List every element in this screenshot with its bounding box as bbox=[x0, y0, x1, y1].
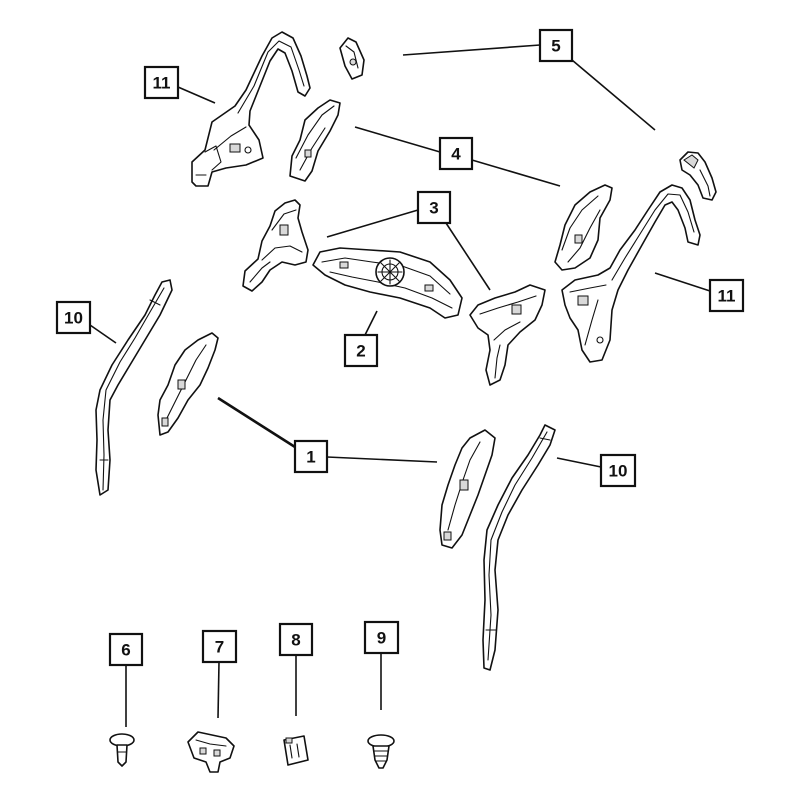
leader-line-5-left bbox=[402, 44, 541, 56]
callout-label: 11 bbox=[718, 287, 736, 306]
leader-line-11-right bbox=[654, 272, 711, 292]
callout-label: 5 bbox=[551, 37, 560, 56]
callout-10-right: 10 bbox=[599, 453, 637, 488]
part-7-clip bbox=[187, 731, 235, 773]
leader-line-3-right bbox=[445, 222, 491, 291]
part-4-right bbox=[554, 184, 613, 271]
part-9-rivet bbox=[367, 734, 395, 769]
callout-label: 2 bbox=[356, 342, 365, 361]
leader-line-10-right bbox=[556, 457, 602, 468]
part-1-left bbox=[157, 332, 219, 436]
leader-line-4-left bbox=[354, 126, 441, 153]
leader-line-10-left bbox=[89, 324, 117, 344]
part-1-right bbox=[439, 429, 496, 549]
callout-5: 5 bbox=[538, 28, 574, 63]
leader-line-1-right bbox=[326, 456, 438, 463]
part-3-left bbox=[242, 199, 309, 292]
callout-3: 3 bbox=[416, 190, 452, 225]
callout-8: 8 bbox=[278, 622, 314, 657]
callout-6: 6 bbox=[108, 632, 144, 667]
callout-1: 1 bbox=[293, 439, 329, 474]
leader-line-4-right bbox=[471, 159, 561, 187]
part-5-left bbox=[339, 37, 365, 80]
leader-line-3-left bbox=[326, 209, 419, 238]
part-6-push-pin bbox=[109, 733, 135, 767]
callout-10-left: 10 bbox=[55, 300, 92, 335]
part-11-left bbox=[191, 31, 311, 187]
part-8-clip bbox=[283, 735, 309, 766]
callout-label: 10 bbox=[609, 462, 628, 481]
part-11-right bbox=[561, 184, 701, 363]
callout-label: 4 bbox=[451, 145, 461, 164]
leader-line-5-right bbox=[571, 59, 656, 131]
callout-label: 9 bbox=[377, 629, 386, 648]
callout-label: 1 bbox=[306, 448, 315, 467]
part-2 bbox=[312, 247, 463, 319]
callout-7: 7 bbox=[201, 629, 238, 664]
callout-label: 10 bbox=[64, 309, 83, 328]
part-5-right bbox=[679, 151, 717, 201]
part-3-right bbox=[469, 284, 546, 386]
leader-line-2 bbox=[364, 310, 378, 336]
callout-11-top-left: 11 bbox=[143, 65, 180, 100]
callout-label: 7 bbox=[215, 638, 224, 657]
part-4-left bbox=[289, 99, 341, 182]
callout-9: 9 bbox=[363, 620, 400, 655]
callout-label: 3 bbox=[429, 199, 438, 218]
leader-line-1-left bbox=[217, 396, 296, 449]
callout-label: 8 bbox=[291, 631, 300, 650]
leader-lines bbox=[89, 44, 711, 727]
leader-line-11-left bbox=[177, 86, 216, 104]
callout-11-right: 11 bbox=[708, 278, 745, 313]
callout-4: 4 bbox=[438, 136, 474, 171]
part-10-left bbox=[95, 279, 173, 496]
callout-label: 11 bbox=[153, 74, 171, 93]
callout-label: 6 bbox=[121, 641, 130, 660]
part-10-right bbox=[482, 424, 556, 671]
callout-2: 2 bbox=[343, 333, 379, 368]
leader-line-7 bbox=[217, 661, 220, 719]
